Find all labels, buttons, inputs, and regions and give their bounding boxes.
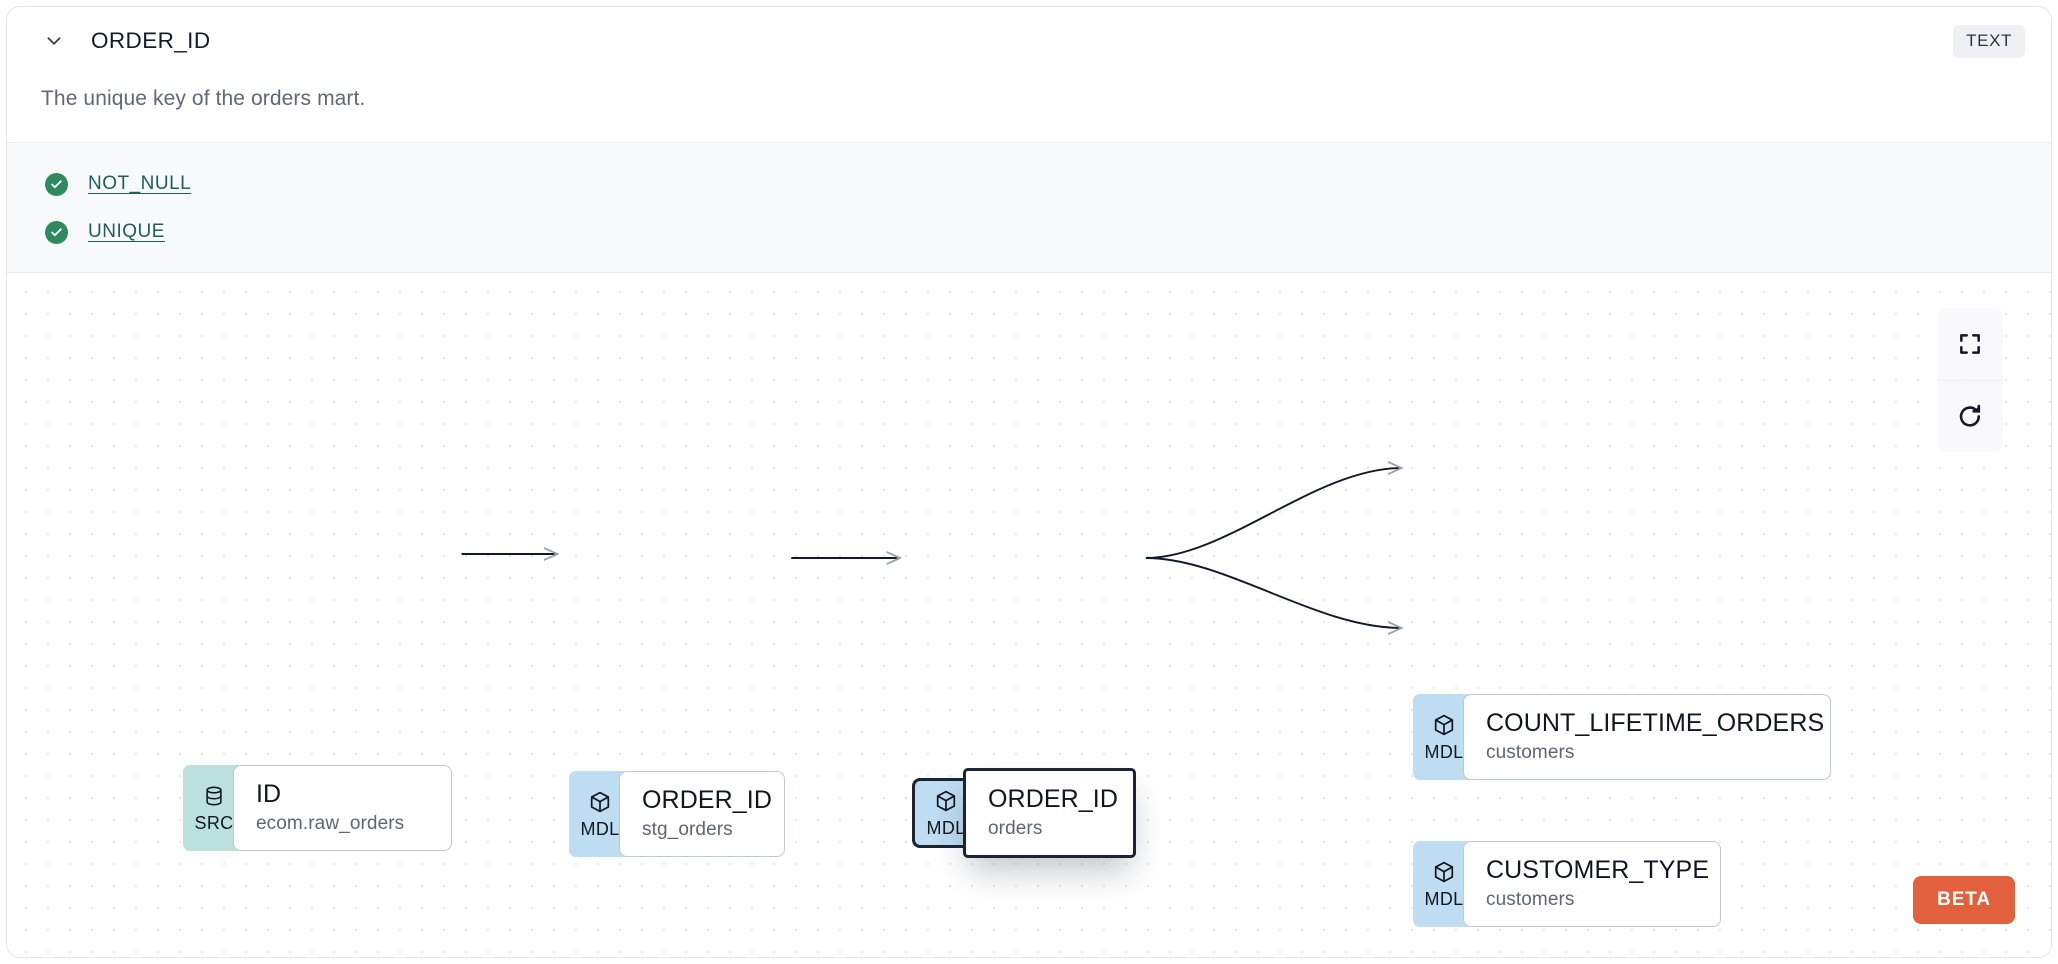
column-description: The unique key of the orders mart. <box>41 87 366 110</box>
test-row: NOT_NULL <box>45 160 191 208</box>
canvas-controls <box>1937 308 2003 452</box>
lineage-node-count-lifetime-orders[interactable]: MDL COUNT_LIFETIME_ORDERS customers <box>1413 694 1831 780</box>
lineage-node-stg-orders[interactable]: MDL ORDER_ID stg_orders <box>569 771 785 857</box>
panel-header: ORDER_ID TEXT <box>7 7 2051 75</box>
node-parent: customers <box>1486 742 1575 763</box>
data-type-badge: TEXT <box>1953 24 2025 58</box>
node-kind-label: SRC <box>194 812 234 833</box>
node-parent: stg_orders <box>642 819 733 840</box>
node-name: COUNT_LIFETIME_ORDERS <box>1486 709 1825 737</box>
edge-orders-custtype <box>1145 557 1402 628</box>
reset-button[interactable] <box>1937 380 2003 452</box>
cube-icon <box>1432 712 1456 739</box>
node-name: ID <box>256 780 282 808</box>
node-body: CUSTOMER_TYPE customers <box>1463 841 1721 927</box>
node-parent: orders <box>988 818 1043 839</box>
node-body: ID ecom.raw_orders <box>233 765 452 851</box>
column-detail-panel: ORDER_ID TEXT The unique key of the orde… <box>6 6 2052 958</box>
node-body: ORDER_ID stg_orders <box>619 771 785 857</box>
lineage-node-src[interactable]: SRC ID ecom.raw_orders <box>183 765 452 851</box>
lineage-node-orders-selected[interactable]: MDL ORDER_ID orders <box>912 768 1136 858</box>
node-parent: customers <box>1486 889 1575 910</box>
node-name: ORDER_ID <box>642 786 772 814</box>
lineage-edges <box>461 273 2051 958</box>
lineage-node-customer-type[interactable]: MDL CUSTOMER_TYPE customers <box>1413 841 1721 927</box>
page-title: ORDER_ID <box>91 28 211 53</box>
fit-view-button[interactable] <box>1937 308 2003 380</box>
node-kind-label: MDL <box>580 818 620 839</box>
cube-icon <box>1432 859 1456 886</box>
node-kind-label: MDL <box>1424 888 1464 909</box>
node-body: COUNT_LIFETIME_ORDERS customers <box>1463 694 1831 780</box>
edge-orders-count <box>1145 468 1402 559</box>
tests-section: NOT_NULL UNIQUE <box>7 142 2051 273</box>
test-link-not-null[interactable]: NOT_NULL <box>88 173 192 194</box>
chevron-down-icon[interactable] <box>41 28 67 54</box>
test-row: UNIQUE <box>45 208 165 256</box>
beta-badge[interactable]: BETA <box>1913 876 2015 924</box>
cube-icon <box>934 788 958 815</box>
database-icon <box>203 783 225 810</box>
node-kind-label: MDL <box>926 817 966 838</box>
node-kind-label: MDL <box>1424 741 1464 762</box>
check-circle-icon <box>45 172 68 196</box>
node-parent: ecom.raw_orders <box>256 813 405 834</box>
test-link-unique[interactable]: UNIQUE <box>88 221 165 242</box>
check-circle-icon <box>45 220 68 244</box>
lineage-canvas[interactable]: SRC ID ecom.raw_orders MDL ORDE <box>7 273 2051 958</box>
node-name: CUSTOMER_TYPE <box>1486 856 1710 884</box>
node-body: ORDER_ID orders <box>963 768 1136 858</box>
cube-icon <box>588 789 612 816</box>
node-name: ORDER_ID <box>988 785 1118 813</box>
